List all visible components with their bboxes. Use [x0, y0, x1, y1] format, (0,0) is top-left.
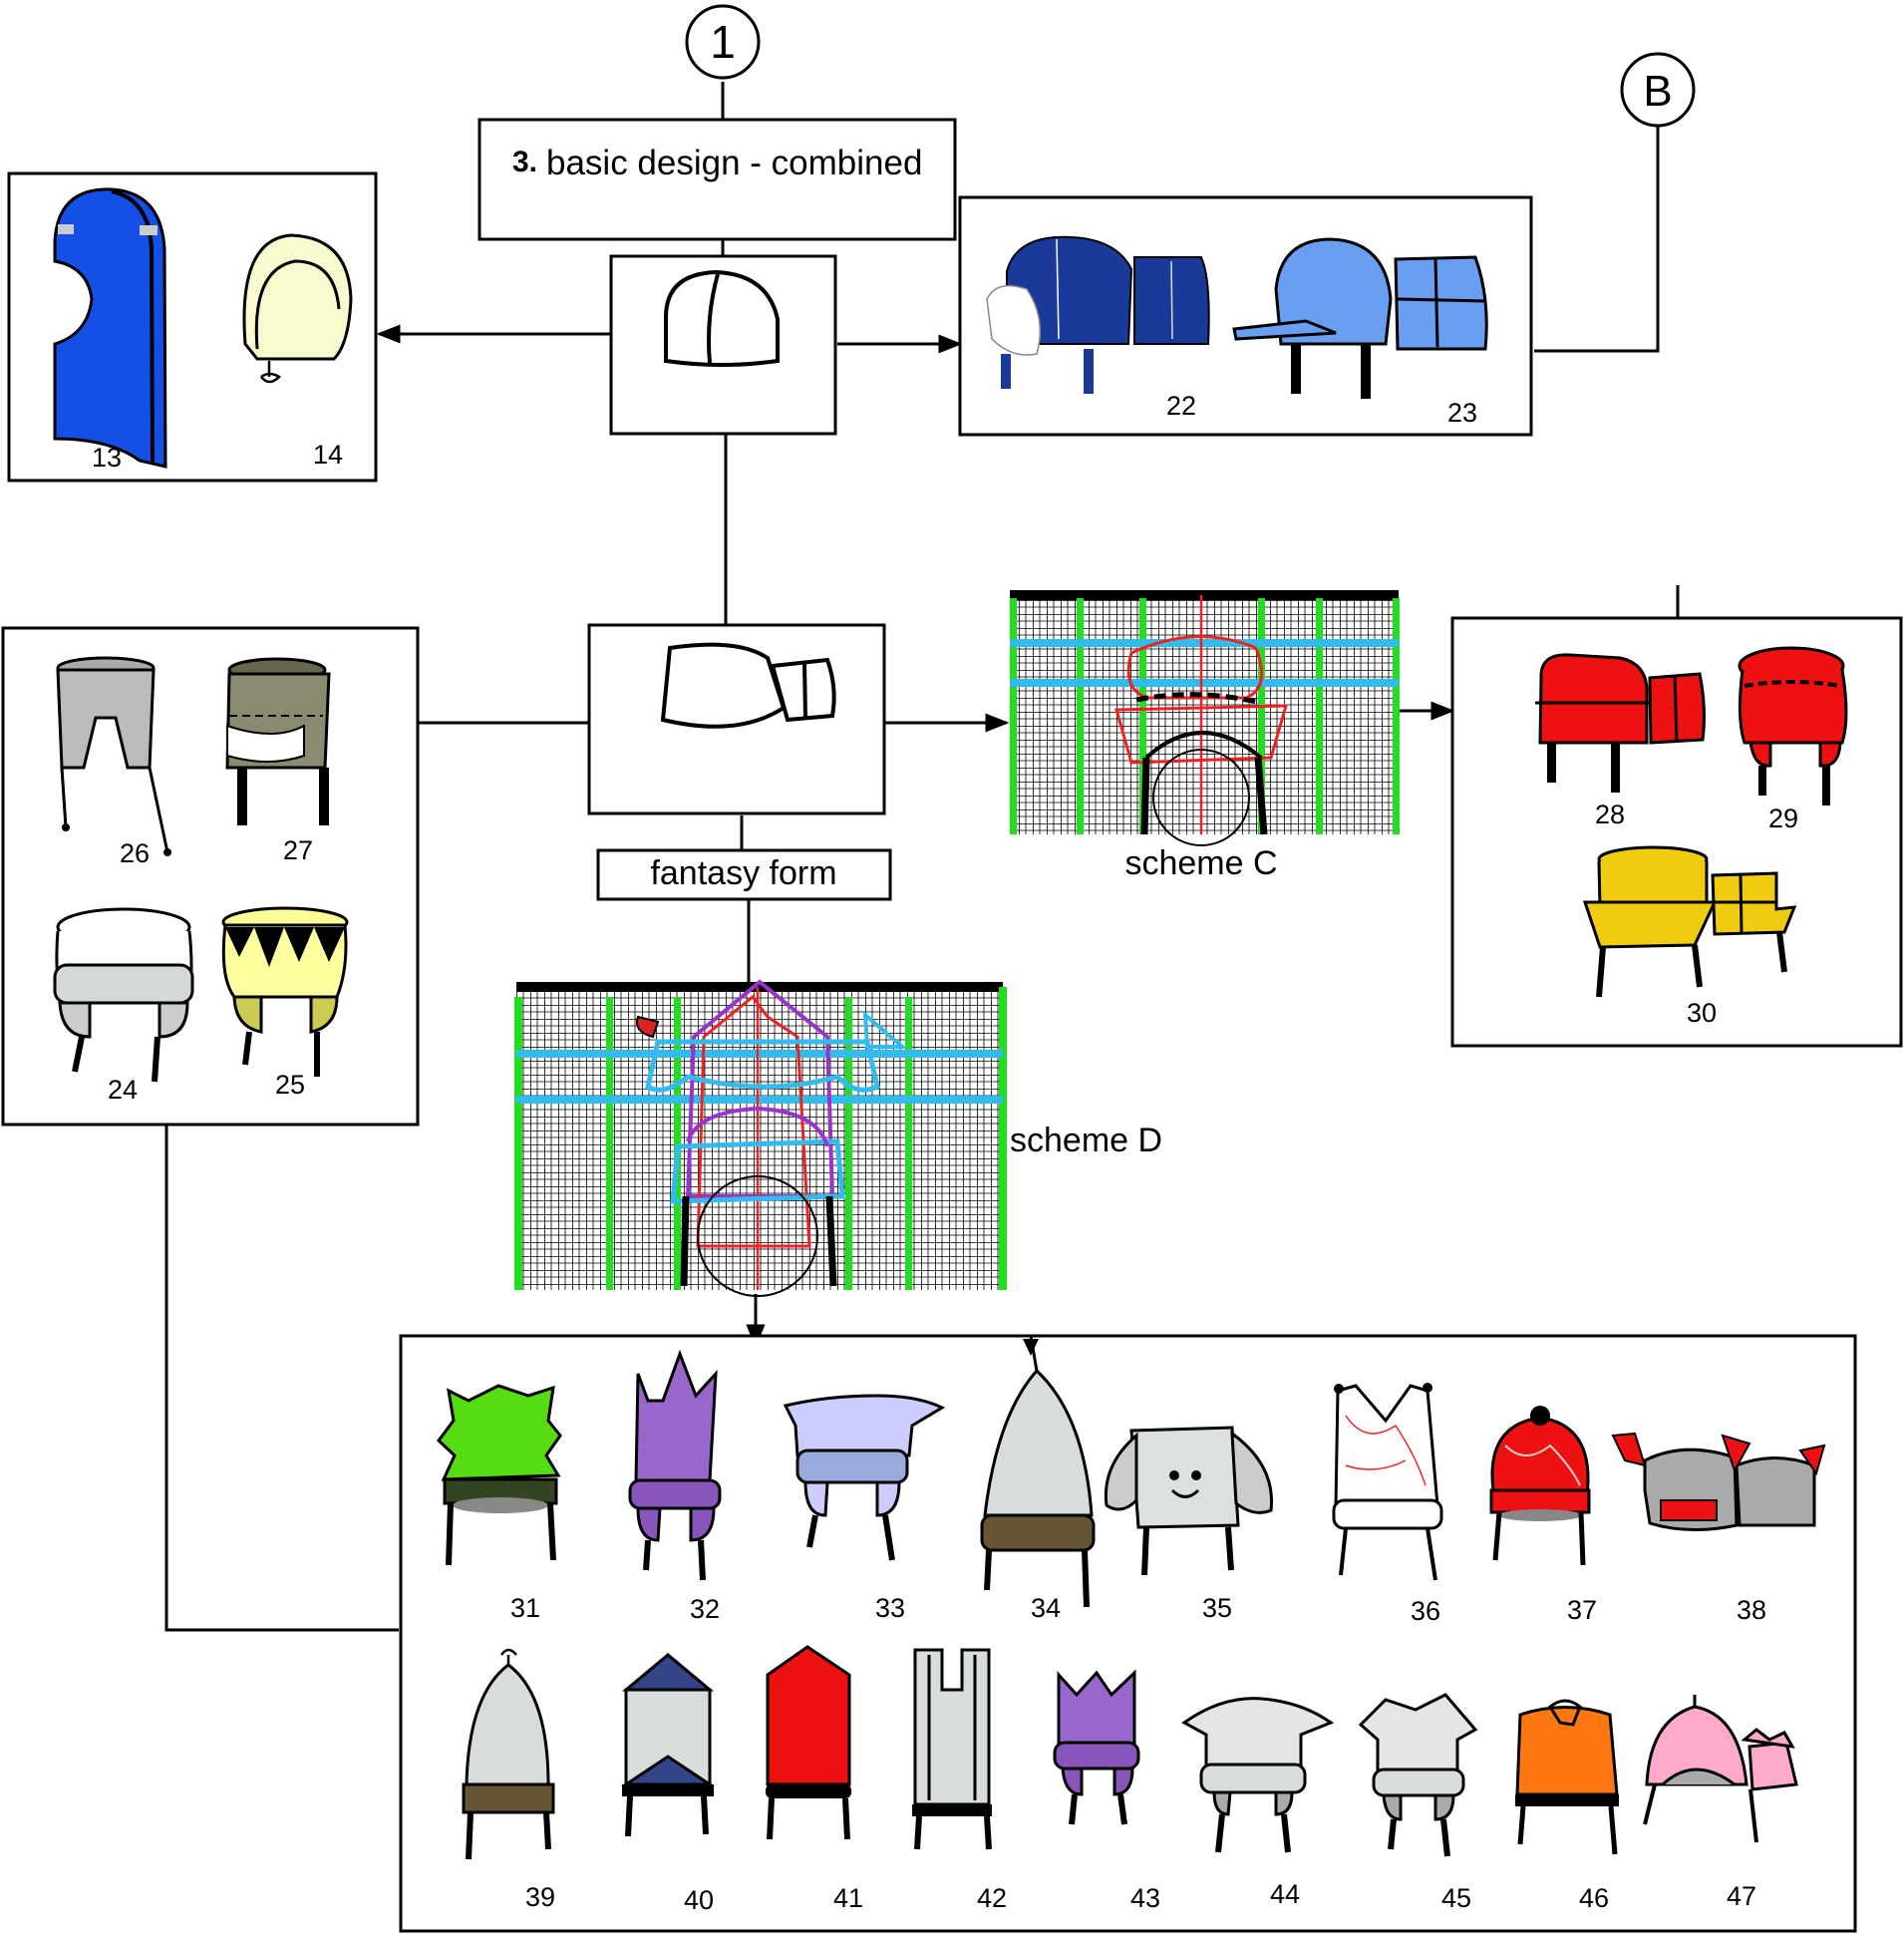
hat-40-icon — [621, 1653, 715, 1837]
hat-31-icon — [436, 1384, 562, 1566]
hat-47-icon — [1643, 1695, 1798, 1843]
box-28-30: 28 29 30 — [1450, 616, 1903, 1048]
label-33: 33 — [875, 1593, 905, 1623]
hat-34-icon — [980, 1335, 1096, 1608]
fantasy-form-label: fantasy form — [650, 854, 836, 892]
hat-39-icon — [462, 1648, 555, 1860]
hat-46-icon — [1515, 1699, 1619, 1855]
hat-37-icon — [1489, 1406, 1591, 1566]
label-47: 47 — [1727, 1881, 1756, 1911]
hat-38-icon — [1611, 1432, 1826, 1531]
hat-35-icon — [1104, 1426, 1274, 1576]
scheme-d-grid: scheme D — [514, 979, 1162, 1297]
label-13: 13 — [92, 443, 122, 473]
title-box: 3. basic design - combined — [477, 118, 957, 241]
scheme-c-label: scheme C — [1124, 844, 1277, 882]
circle-1-label: 1 — [710, 16, 736, 68]
hat-43-icon — [1053, 1669, 1140, 1825]
label-44: 44 — [1270, 1879, 1300, 1909]
hat-25-icon — [221, 906, 349, 1077]
trapper-hat-22-icon — [986, 235, 1210, 394]
hat-32-icon — [628, 1349, 722, 1581]
label-38: 38 — [1737, 1595, 1766, 1625]
label-27: 27 — [283, 835, 313, 865]
label-36: 36 — [1411, 1596, 1440, 1626]
hood-13-icon — [53, 187, 167, 469]
label-30: 30 — [1687, 998, 1717, 1028]
label-28: 28 — [1595, 800, 1625, 829]
fantasy-shape-box — [587, 623, 886, 815]
label-37: 37 — [1567, 1595, 1597, 1625]
label-23: 23 — [1447, 398, 1477, 428]
hat-36-icon — [1332, 1383, 1443, 1581]
label-35: 35 — [1202, 1593, 1232, 1623]
title-text: basic design - combined — [546, 144, 922, 182]
label-39: 39 — [525, 1882, 555, 1912]
scheme-c-grid: scheme C — [1010, 590, 1400, 882]
circle-b-label: B — [1643, 67, 1672, 116]
label-34: 34 — [1031, 1593, 1061, 1623]
connectors — [164, 82, 1680, 1632]
hat-45-icon — [1358, 1693, 1478, 1857]
label-40: 40 — [684, 1885, 714, 1915]
label-29: 29 — [1768, 804, 1798, 833]
hat-29-icon — [1738, 646, 1848, 806]
label-43: 43 — [1130, 1883, 1160, 1913]
hat-26-icon — [56, 656, 171, 856]
hat-41-icon — [766, 1645, 851, 1840]
label-26: 26 — [120, 838, 150, 868]
label-41: 41 — [833, 1883, 863, 1913]
label-22: 22 — [1166, 391, 1196, 421]
box-22-23: 22 23 — [958, 195, 1533, 437]
hat-33-icon — [783, 1394, 946, 1561]
hat-44-icon — [1181, 1697, 1335, 1853]
title-number: 3. — [512, 146, 537, 178]
box-13-14: 13 14 — [7, 171, 378, 483]
hat-42-icon — [912, 1648, 992, 1850]
label-31: 31 — [510, 1593, 540, 1623]
circle-1-marker: 1 — [685, 4, 761, 80]
circle-b-marker: B — [1620, 52, 1696, 128]
label-25: 25 — [275, 1070, 305, 1100]
box-24-27: 26 27 24 25 — [1, 626, 420, 1127]
basic-cap-icon — [664, 269, 780, 367]
hat-28-icon — [1535, 653, 1706, 793]
label-32: 32 — [690, 1594, 720, 1624]
hat-30-icon — [1582, 845, 1797, 998]
label-14: 14 — [313, 440, 343, 470]
bonnet-14-icon — [242, 233, 353, 384]
label-42: 42 — [977, 1883, 1007, 1913]
label-45: 45 — [1441, 1883, 1471, 1913]
cap-23-icon — [1232, 237, 1488, 399]
hat-27-icon — [225, 657, 331, 825]
fantasy-form-label-box: fantasy form — [596, 848, 892, 901]
label-46: 46 — [1579, 1883, 1609, 1913]
box-31-47: 31 32 33 34 35 36 37 38 39 40 41 42 43 4… — [399, 1334, 1857, 1933]
fantasy-shape-icon — [660, 642, 836, 729]
basic-cap-box — [609, 254, 837, 436]
scheme-d-label: scheme D — [1010, 1122, 1162, 1159]
hat-24-icon — [53, 907, 194, 1083]
label-24: 24 — [108, 1075, 138, 1105]
